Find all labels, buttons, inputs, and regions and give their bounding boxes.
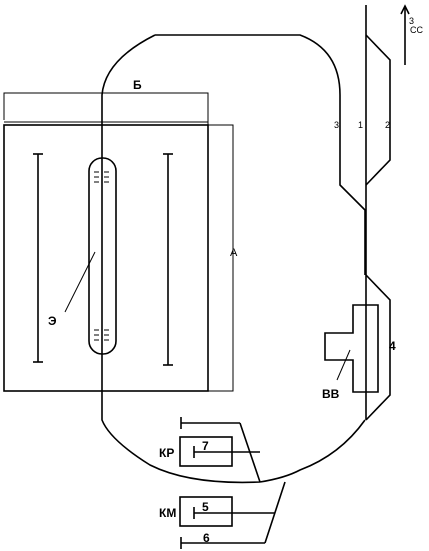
rail-left xyxy=(33,153,43,363)
label-north-cc: СС xyxy=(410,25,423,35)
label-vv: ВВ xyxy=(322,387,340,401)
label-north-number: 3 xyxy=(409,16,414,26)
north-arrow-icon xyxy=(400,4,410,65)
label-6: 6 xyxy=(203,531,210,545)
label-e: Э xyxy=(48,314,57,328)
main-building xyxy=(3,124,209,392)
label-kr: КР xyxy=(159,446,174,460)
label-7: 7 xyxy=(202,439,209,453)
label-4: 4 xyxy=(389,339,396,353)
siding-track-4 xyxy=(365,274,391,421)
label-b: Б xyxy=(133,78,142,92)
label-track-3: 3 xyxy=(334,120,339,130)
dimension-a-bracket xyxy=(208,124,234,392)
yard-boundary xyxy=(101,34,366,484)
label-5: 5 xyxy=(202,500,209,514)
label-km: КМ xyxy=(159,506,176,520)
capsule-top-marks xyxy=(94,171,109,183)
capsule-bottom-marks xyxy=(94,329,109,341)
label-track-2: 2 xyxy=(385,120,390,130)
object-vv xyxy=(324,304,379,393)
label-a: А xyxy=(230,247,238,259)
rail-right xyxy=(163,153,173,366)
capsule-e xyxy=(88,157,117,355)
siding-track-2 xyxy=(365,34,391,186)
building-b-bracket xyxy=(3,92,209,125)
leader-e xyxy=(64,251,96,313)
km-box xyxy=(179,496,233,527)
leader-vv xyxy=(336,349,351,381)
label-track-1: 1 xyxy=(358,120,363,130)
